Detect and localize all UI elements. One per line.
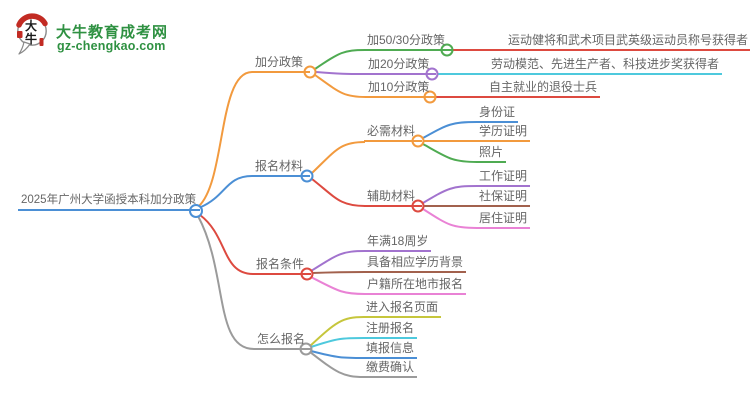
red-seal-left	[17, 31, 23, 38]
leaf-education-background: 具备相应学历背景	[364, 255, 467, 273]
edge-age-18	[310, 250, 366, 272]
node-bonus-50-30: 加50/30分政策	[364, 33, 453, 51]
edge-id-card	[422, 121, 478, 139]
logo-icon-char-2: 牛	[25, 31, 37, 46]
leaf-photo: 照片	[476, 145, 507, 163]
leaf-age-18: 年满18周岁	[364, 234, 432, 252]
red-seal-right	[39, 38, 44, 46]
leaf-enter-page: 进入报名页面	[363, 300, 442, 318]
leaf-fill-info: 填报信息	[363, 341, 418, 359]
edge-fill-info	[310, 350, 365, 359]
edge-enter-page	[309, 316, 365, 347]
edge-auxiliary-materials	[311, 178, 366, 207]
logo-icon-char-1: 大	[25, 18, 37, 33]
leaf-register: 注册报名	[363, 321, 418, 339]
leaf-residence-cert: 居住证明	[476, 211, 531, 229]
leaf-work-cert: 工作证明	[476, 169, 531, 187]
leaf-veteran: 自主就业的退役士兵	[486, 80, 601, 98]
edge-bonus-20	[315, 71, 367, 75]
leaf-education-cert: 学历证明	[476, 124, 531, 142]
edge-root-conditions	[199, 214, 254, 275]
speech-bubble-tail	[18, 41, 31, 55]
leaf-model-worker: 劳动模范、先进生产者、科技进步奖获得者	[488, 57, 723, 75]
red-cap	[16, 13, 48, 28]
edge-bonus-50-30	[314, 49, 366, 70]
edge-residence-cert	[422, 208, 478, 229]
node-auxiliary-materials: 辅助材料	[364, 189, 423, 207]
leaf-payment-confirm: 缴费确认	[363, 360, 418, 378]
edge-payment-confirm	[309, 351, 365, 378]
node-materials: 报名材料	[252, 159, 311, 177]
node-bonus-20: 加20分政策	[365, 57, 437, 75]
node-required-materials: 必需材料	[364, 124, 423, 142]
edge-bonus-10	[314, 74, 367, 98]
edge-household-registration	[310, 276, 366, 295]
edge-required-materials	[311, 141, 366, 174]
edge-photo	[422, 143, 478, 163]
node-root: 2025年广州大学函授本科加分政策	[18, 193, 201, 211]
leaf-household-registration: 户籍所在地市报名	[364, 277, 467, 295]
leaf-id-card: 身份证	[476, 105, 519, 123]
edge-education-background	[311, 271, 366, 274]
leaf-social-security-cert: 社保证明	[476, 189, 531, 207]
edge-root-materials	[200, 175, 253, 208]
node-bonus-policy: 加分政策	[252, 55, 311, 73]
edge-work-cert	[422, 185, 478, 204]
logo-title: 大牛教育成考网	[56, 24, 169, 41]
site-logo: 大 牛 大牛教育成考网 gz-chengkao.com	[0, 0, 210, 70]
logo-subtitle: gz-chengkao.com	[57, 39, 166, 53]
node-bonus-10: 加10分政策	[365, 80, 437, 98]
node-how-to-register: 怎么报名	[254, 332, 313, 350]
edge-root-how-to-register	[197, 215, 255, 350]
edge-root-bonus-policy	[198, 71, 253, 207]
leaf-athlete-title: 运动健将和武术项目武英级运动员称号获得者	[505, 33, 750, 51]
root-handle	[189, 204, 203, 218]
node-conditions: 报名条件	[253, 257, 312, 275]
edge-register	[310, 337, 365, 348]
daniu-logo-icon: 大 牛	[16, 13, 48, 55]
